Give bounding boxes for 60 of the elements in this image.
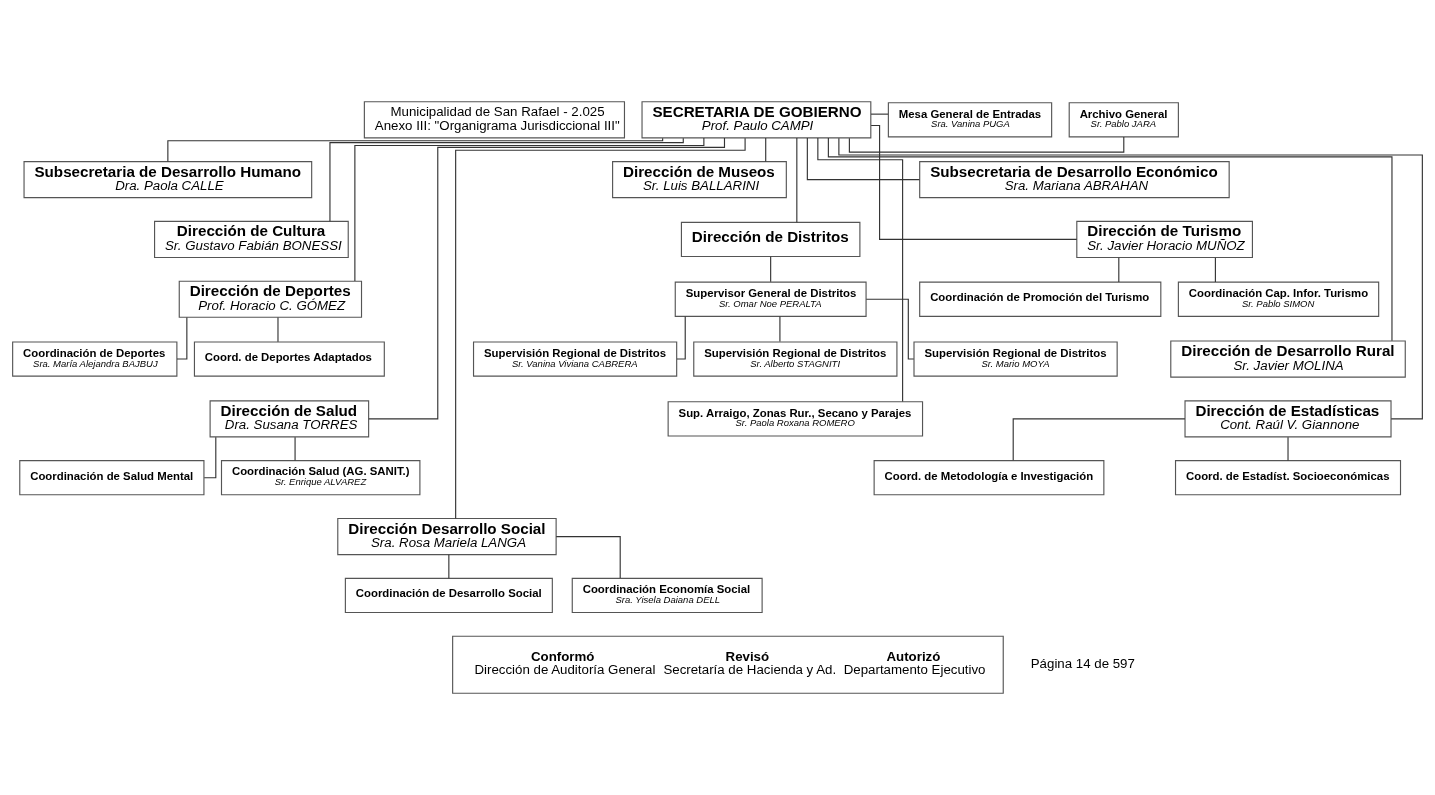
connector <box>455 137 746 520</box>
node-box: Supervisión Regional de Distritos Sr. Mario MOYA <box>913 341 1118 377</box>
node-box: Coordinación de Promoción del Turismo <box>919 281 1162 317</box>
connector <box>870 113 889 115</box>
node-box: Dirección de Desarrollo Rural Sr. Javier MOLINA <box>1170 340 1406 378</box>
node-box: Coordinación Economía Social Sra. Yisela Daiana DELL <box>571 577 763 614</box>
connector <box>203 436 217 479</box>
connector <box>368 137 726 420</box>
node-box: Coordinación de Desarrollo Social <box>344 577 553 614</box>
node-box: Subsecretaria de Desarrollo Humano Dra. Paola CALLE <box>23 161 313 199</box>
node-box: Sup. Arraigo, Zonas Rur., Secano y Parajes Sr. Paola Roxana ROMERO <box>667 401 924 437</box>
node-box: Mesa General de Entradas Sra. Vanina PUGA <box>887 102 1053 138</box>
connector <box>796 137 798 223</box>
connector <box>555 536 621 579</box>
node-box: Dirección de Cultura Sr. Gustavo Fabián BONESSI <box>154 220 349 259</box>
node-box: Supervisión Regional de Distritos Sr. Vanina Viviana CABRERA <box>472 341 678 377</box>
connector <box>817 137 904 402</box>
node-box: Supervisor General de Distritos Sr. Omar Noe PERALTA <box>674 281 867 317</box>
connector <box>806 137 921 181</box>
node-box: Dirección de Salud Dra. Susana TORRES <box>209 400 370 438</box>
node-box: Dirección de Museos Sr. Luis BALLARINI <box>612 161 787 199</box>
node-box: Archivo General Sr. Pablo JARA <box>1068 102 1179 138</box>
connector <box>838 137 1423 420</box>
connector <box>770 256 772 283</box>
connector <box>827 137 1393 342</box>
node-box: Coordinación Cap. Infor. Turismo Sr. Pablo SIMON <box>1177 281 1380 317</box>
node-box: Supervisión Regional de Distritos Sr. Alberto STAGNITI <box>693 341 898 377</box>
connector <box>354 137 705 282</box>
node-box: Coord. de Metodología e Investigación <box>873 460 1105 496</box>
node-box: Dirección de Turismo Sr. Javier Horacio MUÑOZ <box>1076 220 1253 259</box>
node-box: Conformó Dirección de Auditoría General Revisó Secretaría de Hacienda y Ad. Autorizó Departamento Ejecutivo <box>452 635 1004 694</box>
node-box: Coord. de Deportes Adaptados <box>193 341 385 377</box>
node-box: Coordinación de Salud Mental <box>19 460 205 496</box>
connector <box>1287 436 1289 461</box>
node-box: Dirección Desarrollo Social Sra. Rosa Mariela LANGA <box>337 517 557 556</box>
node-box: Coordinación de Deportes Sra. María Alejandra BAJBUJ <box>12 341 178 377</box>
connector <box>765 137 767 163</box>
node-box: Subsecretaria de Desarrollo Económico Sra. Mariana ABRAHAN <box>919 161 1230 199</box>
connector <box>448 554 450 579</box>
connector <box>1214 257 1216 283</box>
node-box: SECRETARIA DE GOBIERNO Prof. Paulo CAMPI <box>641 101 872 139</box>
connector <box>870 124 1078 240</box>
connector <box>848 136 1125 153</box>
node-box: Dirección de Deportes Prof. Horacio C. GÓMEZ <box>178 280 363 318</box>
connector <box>294 436 296 461</box>
connector <box>676 315 686 360</box>
node-box: Coord. de Estadíst. Socioeconómicas <box>1174 460 1402 496</box>
connector <box>1118 257 1120 283</box>
label: Página 14 de 597 <box>1030 656 1135 672</box>
connector <box>167 137 664 163</box>
node-box: Municipalidad de San Rafael - 2.025 Anexo III: "Organigrama Jurisdiccional III" <box>363 101 626 139</box>
connector <box>779 315 781 343</box>
connector <box>1012 418 1186 461</box>
connector <box>865 298 915 360</box>
connector <box>329 137 684 222</box>
node-box: Coordinación Salud (AG. SANIT.) Sr. Enrique ALVAREZ <box>220 460 421 496</box>
node-box: Dirección de Distritos <box>680 221 861 258</box>
node-box: Dirección de Estadísticas Cont. Raúl V. Giannone <box>1184 400 1392 438</box>
connector <box>277 316 279 343</box>
connector <box>176 316 188 360</box>
